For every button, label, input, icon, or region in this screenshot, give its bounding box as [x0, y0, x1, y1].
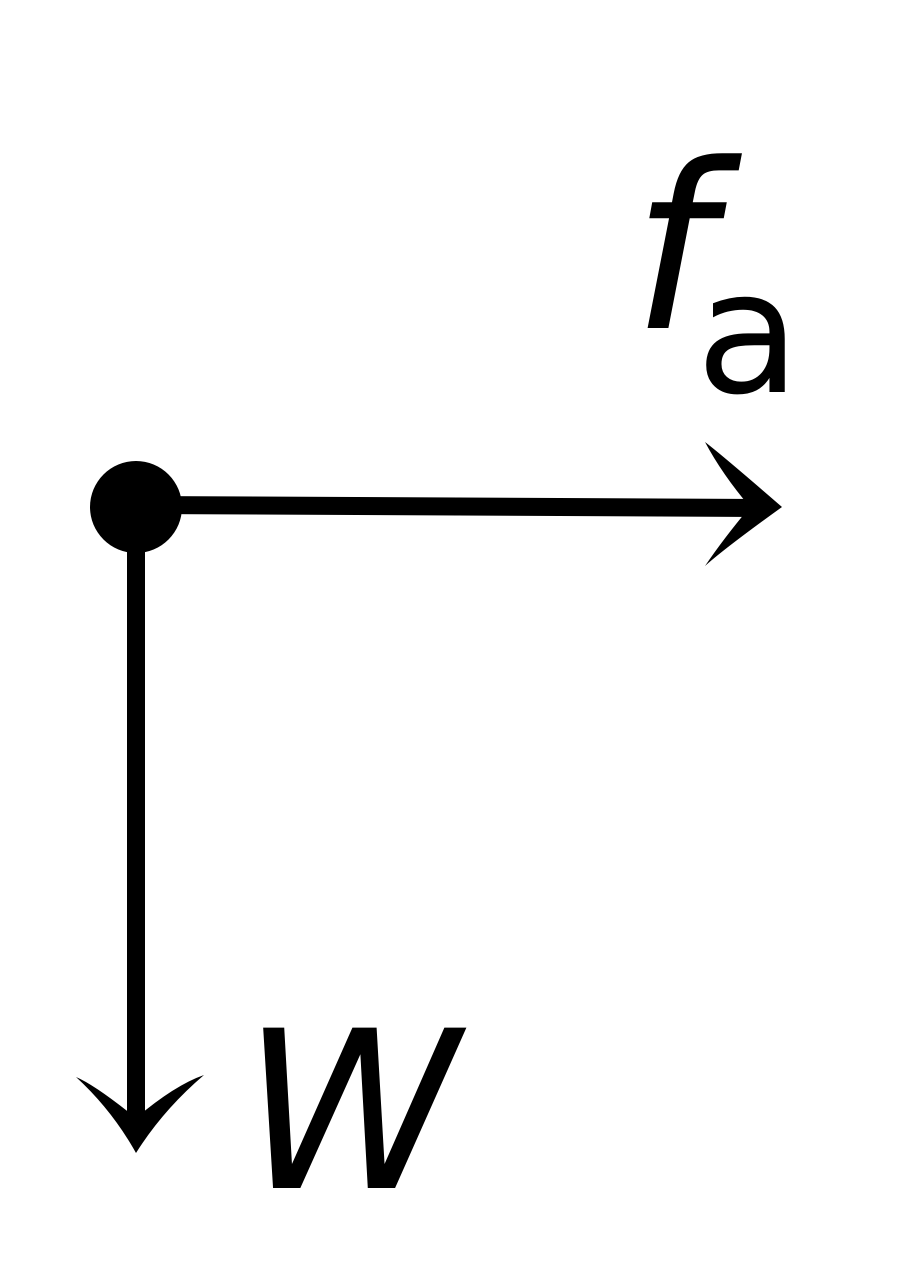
applied-force-subscript: a	[696, 235, 800, 433]
applied-force-arrowhead	[705, 442, 782, 566]
applied-force-subscript-label: a	[696, 235, 800, 433]
weight-label: W	[242, 984, 467, 1240]
point-mass-dot	[90, 461, 182, 553]
applied-force-shaft	[131, 496, 769, 517]
applied-force-arrow	[131, 442, 782, 566]
weight-arrowhead	[76, 1075, 204, 1153]
weight-arrow	[76, 501, 204, 1153]
